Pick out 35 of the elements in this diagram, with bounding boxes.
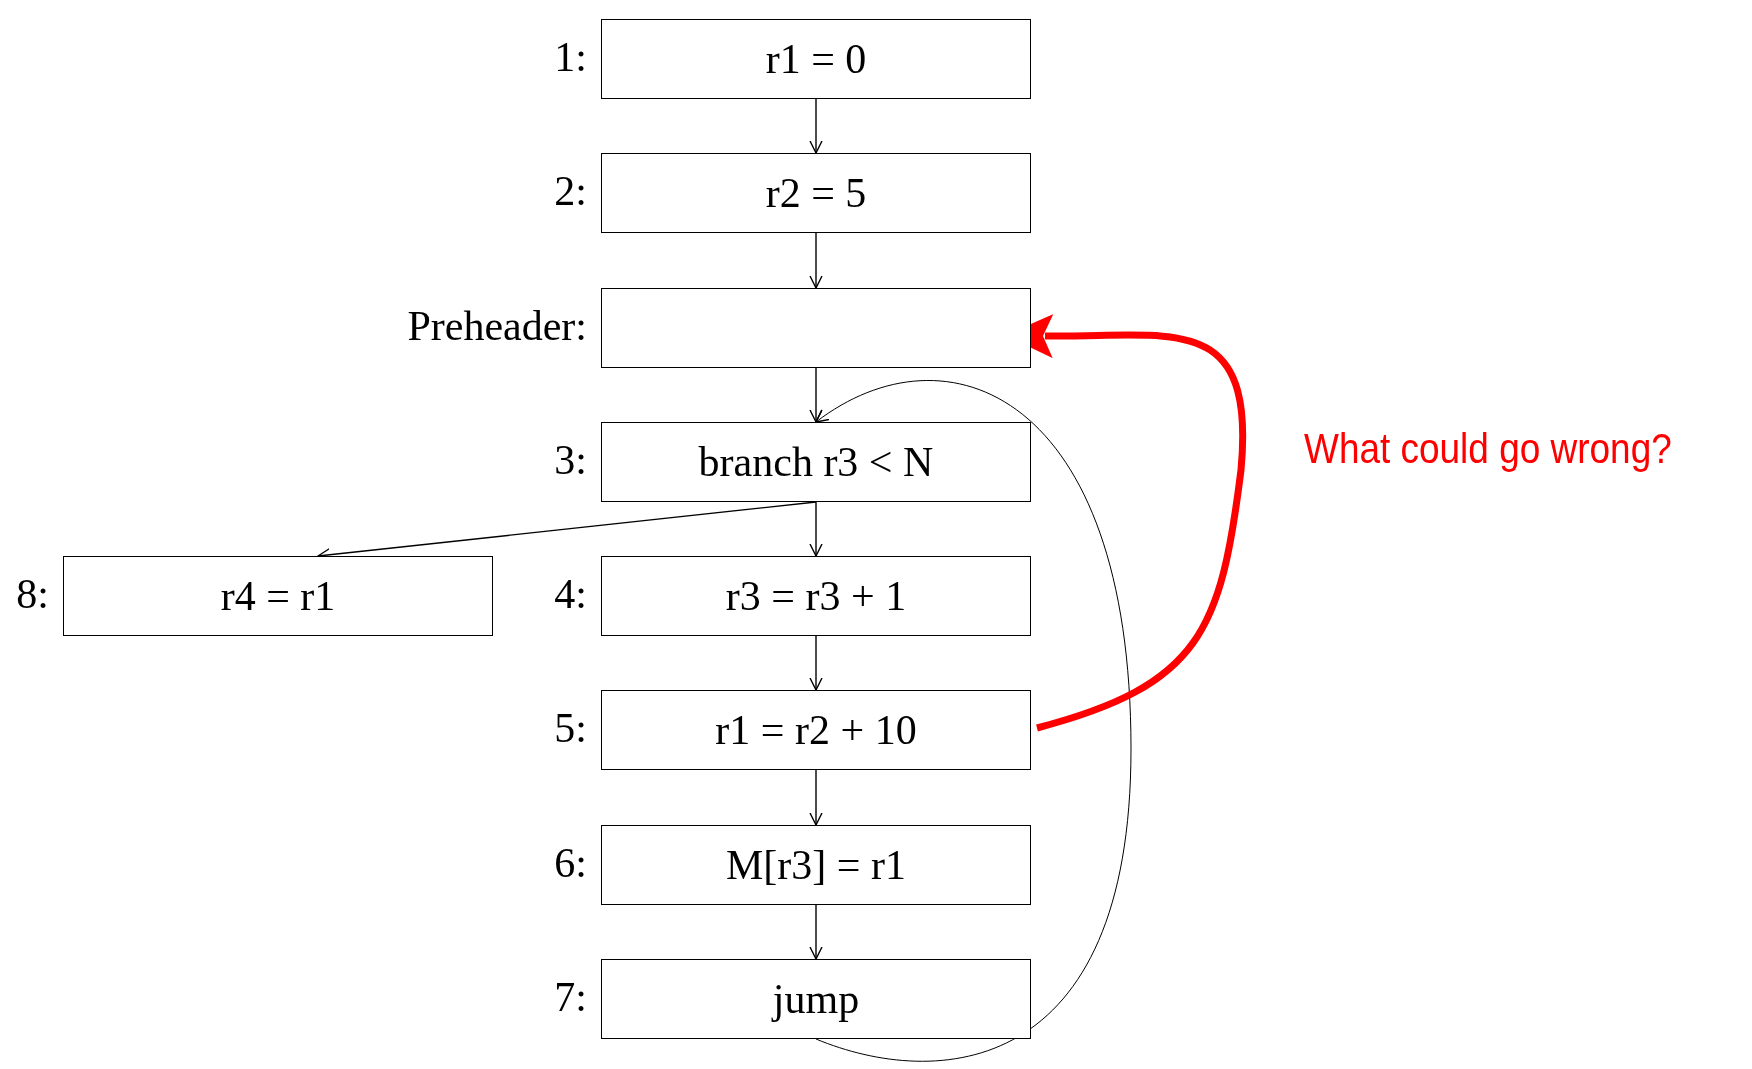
process-box (601, 153, 1031, 233)
node-label: 8: (16, 570, 49, 618)
arrow (809, 232, 823, 289)
process-box (601, 959, 1031, 1039)
empty-box (601, 288, 1031, 368)
arrow (809, 501, 823, 557)
node-label: 5: (554, 704, 587, 752)
statement-text: r1 = 0 (765, 35, 867, 83)
annotation-text: What could go wrong? (1304, 425, 1672, 473)
node-label: 2: (554, 167, 587, 215)
statement-text: jump (772, 975, 860, 1023)
process-box (601, 825, 1031, 905)
node-label: Preheader: (407, 302, 587, 350)
arrow (809, 98, 823, 154)
process-box (601, 422, 1031, 502)
statement-text: branch r3 < N (698, 438, 934, 486)
node-label: 3: (554, 436, 587, 484)
process-box (601, 19, 1031, 99)
node-label: 1: (554, 33, 587, 81)
node-label: 6: (554, 839, 587, 887)
arrow (815, 380, 1132, 1062)
process-box (601, 690, 1031, 770)
statement-text: r2 = 5 (765, 169, 867, 217)
arrow (809, 904, 823, 960)
statement-text: r3 = r3 + 1 (725, 572, 907, 620)
arrow (809, 635, 823, 691)
process-box (601, 556, 1031, 636)
statement-text: M[r3] = r1 (726, 841, 906, 889)
node-label: 7: (554, 973, 587, 1021)
process-box (63, 556, 493, 636)
node-label: 4: (554, 570, 587, 618)
statement-text: r4 = r1 (220, 572, 336, 620)
arrow (809, 769, 823, 826)
statement-text: r1 = r2 + 10 (715, 706, 917, 754)
arrow (809, 367, 823, 423)
